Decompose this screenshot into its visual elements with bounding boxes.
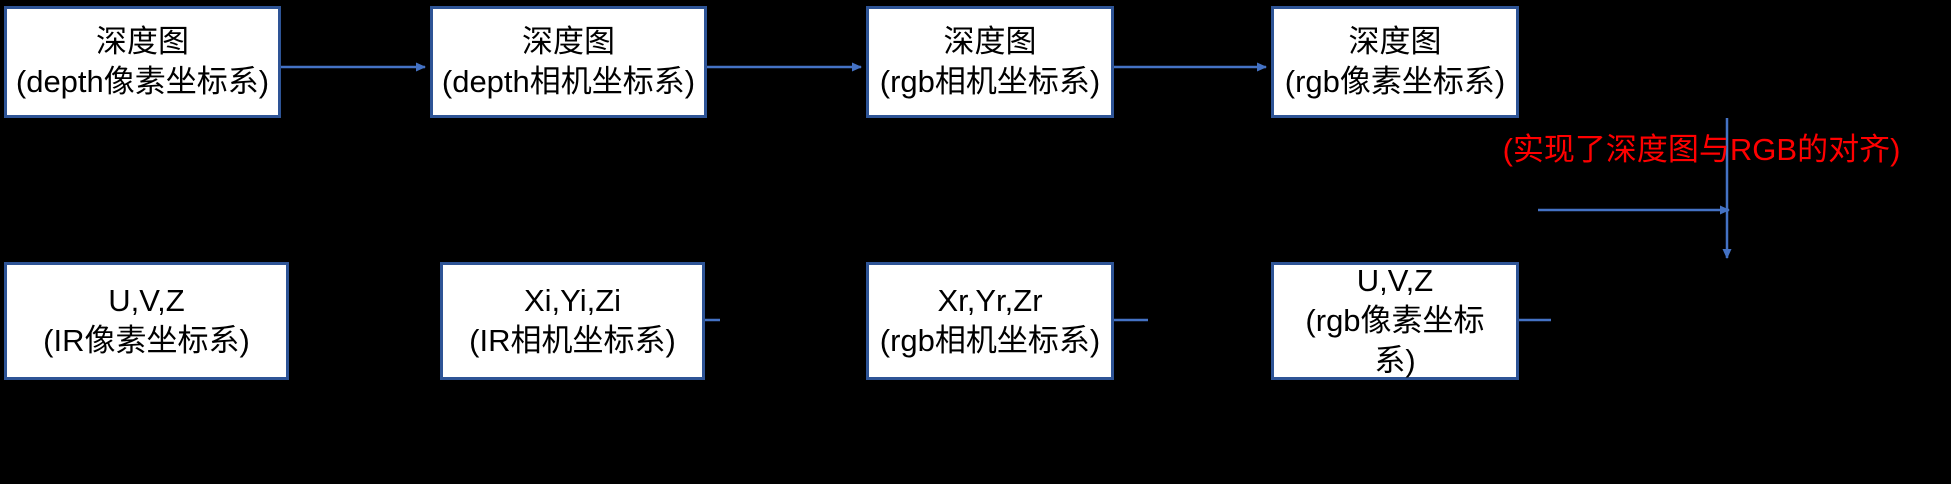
alignment-annotation: (实现了深度图与RGB的对齐) <box>1502 132 1901 167</box>
node-depth-camera-line1: 深度图 <box>522 23 615 59</box>
node-ir-camera-line1: Xi,Yi,Zi <box>523 282 622 318</box>
node-ir-camera-line2: (IR相机坐标系) <box>469 323 676 358</box>
node-depth-pixel[interactable]: 深度图 (depth像素坐标系) <box>4 6 281 118</box>
node-rgb-camera-xyz[interactable]: Xr,Yr,Zr (rgb相机坐标系) <box>866 262 1114 380</box>
node-ir-camera[interactable]: Xi,Yi,Zi (IR相机坐标系) <box>440 262 705 380</box>
node-rgb-pixel-uvz-line2: (rgb像素坐标 <box>1305 302 1485 338</box>
node-rgb-camera-xyz-line2: (rgb相机坐标系) <box>879 323 1101 358</box>
node-rgb-pixel-line2: (rgb像素坐标系) <box>1284 64 1506 99</box>
node-rgb-pixel-line1: 深度图 <box>1348 23 1442 59</box>
node-rgb-pixel-uvz[interactable]: U,V,Z (rgb像素坐标 系) <box>1271 262 1519 380</box>
node-rgb-pixel-uvz-line3: 系) <box>1374 343 1416 379</box>
node-rgb-camera-xyz-line1: Xr,Yr,Zr <box>937 282 1043 318</box>
node-ir-pixel-line1: U,V,Z <box>108 282 185 318</box>
node-depth-pixel-line2: (depth像素坐标系) <box>15 64 270 99</box>
node-ir-pixel-line2: (IR像素坐标系) <box>43 323 250 358</box>
node-depth-pixel-line1: 深度图 <box>96 23 189 59</box>
node-rgb-camera-line1: 深度图 <box>943 23 1037 59</box>
node-ir-pixel[interactable]: U,V,Z (IR像素坐标系) <box>4 262 289 380</box>
node-rgb-pixel-uvz-line1: U,V,Z <box>1356 262 1434 298</box>
node-rgb-camera-line2: (rgb相机坐标系) <box>879 64 1101 99</box>
node-rgb-camera[interactable]: 深度图 (rgb相机坐标系) <box>866 6 1114 118</box>
node-depth-camera-line2: (depth相机坐标系) <box>441 64 696 99</box>
node-depth-camera[interactable]: 深度图 (depth相机坐标系) <box>430 6 707 118</box>
node-rgb-pixel[interactable]: 深度图 (rgb像素坐标系) <box>1271 6 1519 118</box>
